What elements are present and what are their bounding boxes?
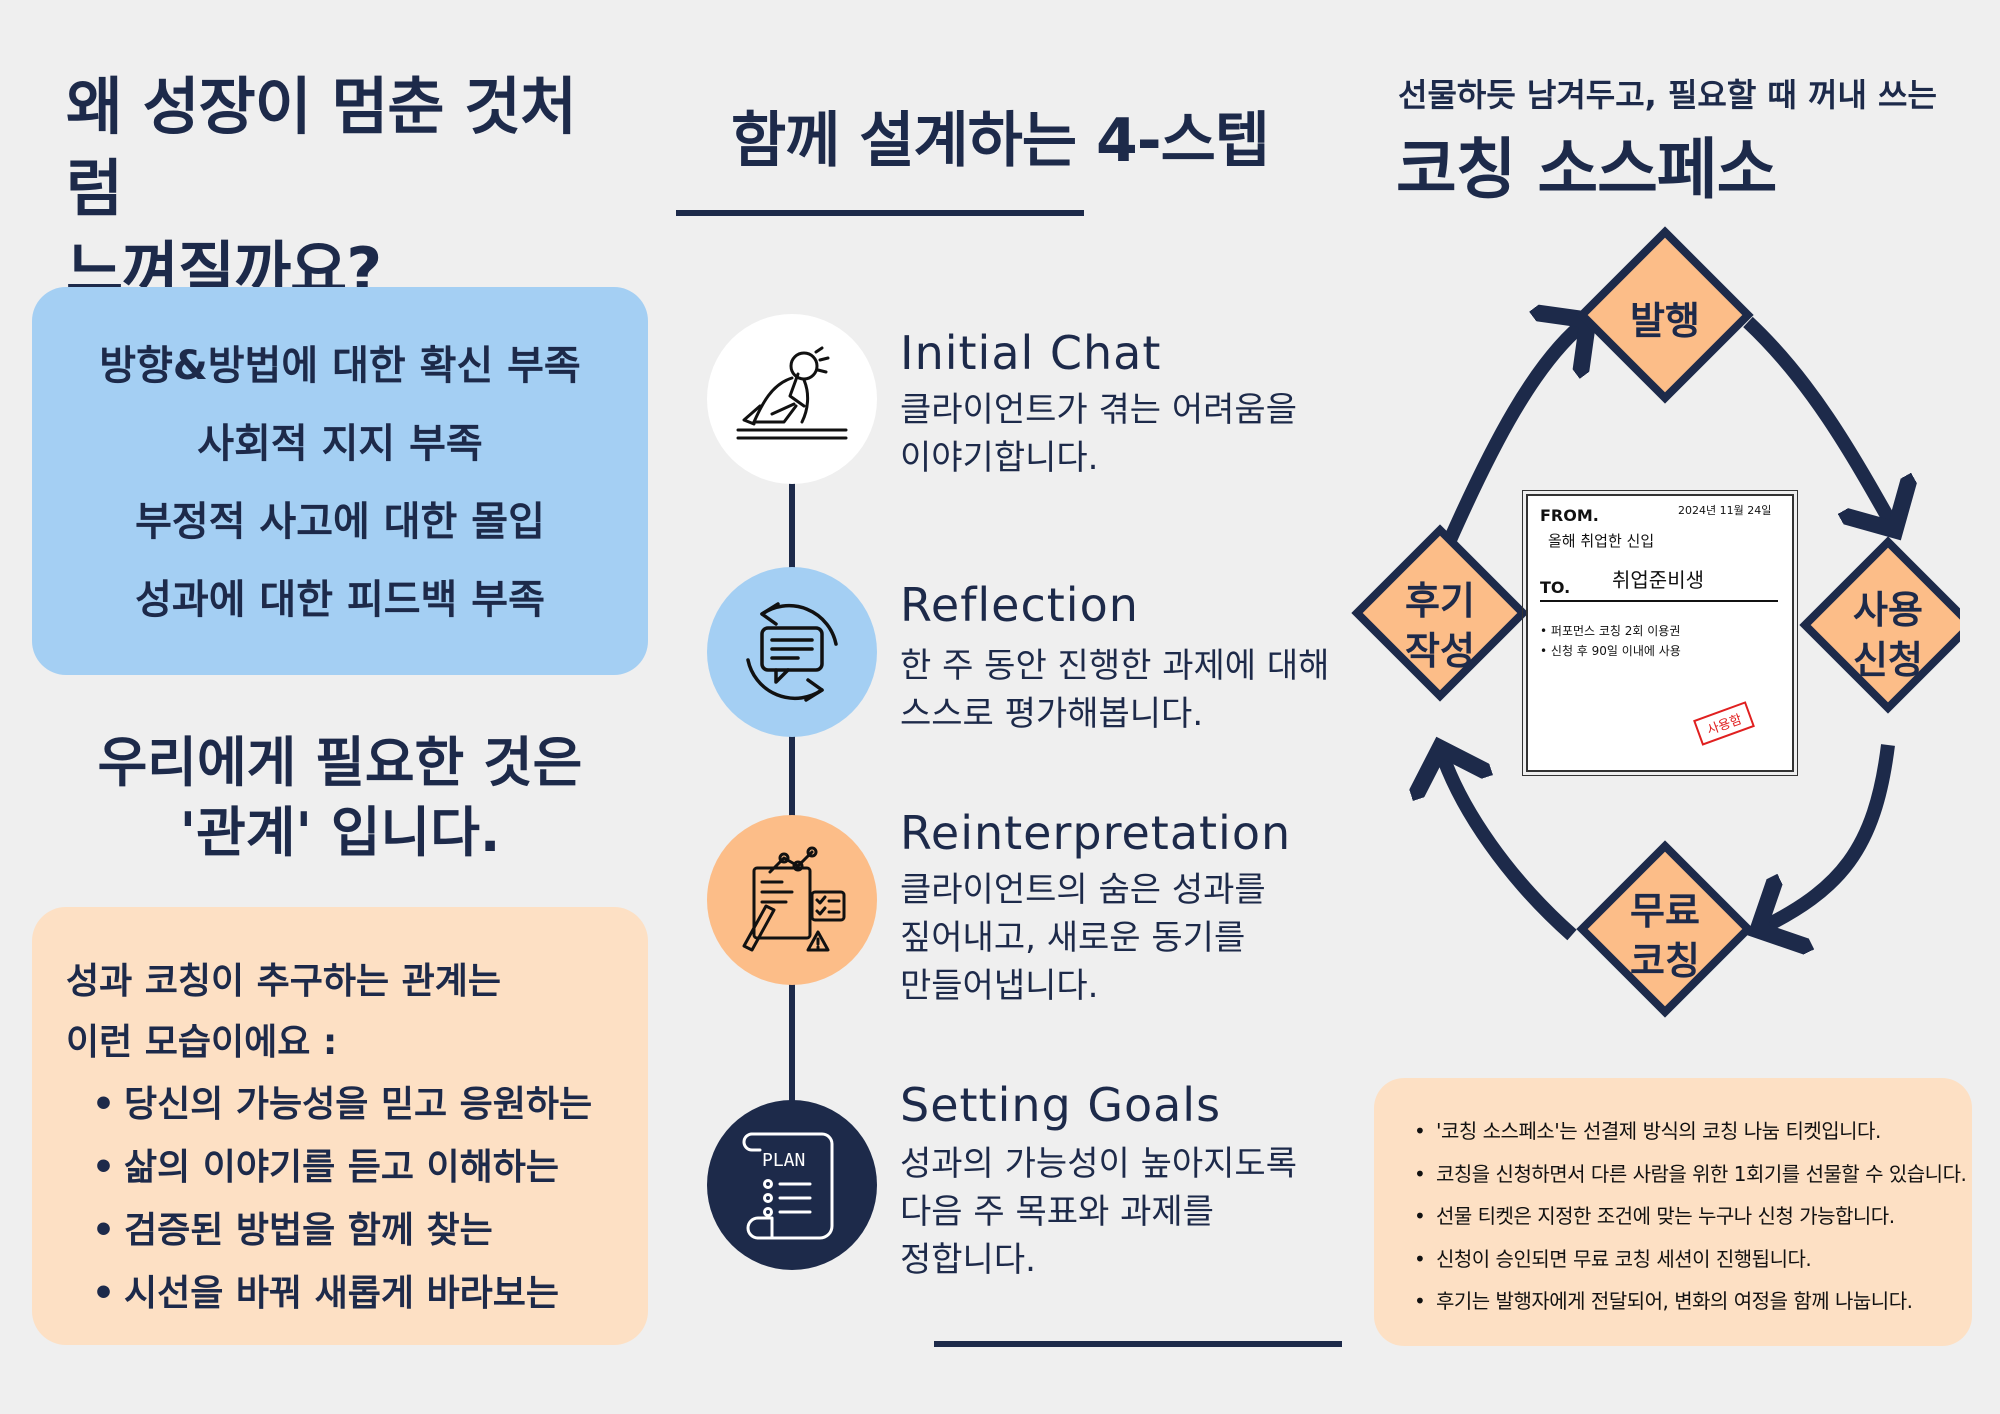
problem-item: 부정적 사고에 대한 몰입 (135, 499, 545, 545)
cycle-diagram (1351, 226, 1960, 1018)
cycle-use-line1: 사용 (1853, 588, 1923, 632)
plan-scroll-icon: PLAN (742, 1132, 834, 1240)
info-list: '코칭 소스페소'는 선결제 방식의 코칭 나눔 티켓입니다. 코칭을 신청하면… (1414, 1110, 1967, 1323)
cycle-free-line1: 무료 (1630, 889, 1700, 933)
cycle-arrow (1758, 744, 1895, 930)
step-1-desc: 클라이언트가 겪는 어려움을 이야기합니다. (900, 386, 1297, 482)
info-item: 코칭을 신청하면서 다른 사람을 위한 1회기를 선물할 수 있습니다. (1414, 1153, 1967, 1196)
relation-intro-line1: 성과 코칭이 추구하는 관계는 (66, 961, 502, 1002)
step-1-circle (707, 314, 877, 484)
cycle-free-line2: 코칭 (1630, 939, 1700, 983)
step-3-desc: 클라이언트의 숨은 성과를 짚어내고, 새로운 동기를 만들어냅니다. (900, 866, 1266, 1010)
ticket-divider (1540, 600, 1778, 602)
ticket-to-value: 취업준비생 (1612, 568, 1704, 592)
cycle-free-label: 무료 코칭 (1605, 886, 1725, 986)
diamond-free (1576, 840, 1754, 1018)
cycle-review-line1: 후기 (1405, 579, 1475, 623)
gift-ticket: FROM. 2024년 11월 24일 올해 취업한 신입 TO. 취업준비생 … (1522, 490, 1798, 776)
cycle-arrow (1743, 316, 1895, 530)
relation-box: 성과 코칭이 추구하는 관계는 이런 모습이에요 : 당신의 가능성을 믿고 응… (32, 907, 648, 1345)
step-4-title: Setting Goals (900, 1078, 1222, 1132)
step-2-circle (707, 567, 877, 737)
bottom-divider (934, 1341, 1342, 1347)
ticket-item-2-text: 신청 후 90일 이내에 사용 (1550, 644, 1681, 658)
step-4-desc-line1: 성과의 가능성이 높아지도록 (900, 1144, 1297, 1184)
diamond-review (1351, 524, 1529, 702)
diamond-issue (1576, 226, 1754, 404)
step-4-desc-line3: 정합니다. (900, 1240, 1036, 1280)
ticket-to-label: TO. (1540, 578, 1571, 597)
problem-item: 방향&방법에 대한 확신 부족 (99, 343, 581, 389)
info-item: 선물 티켓은 지정한 조건에 맞는 누구나 신청 가능합니다. (1414, 1195, 1966, 1238)
cycle-arrow (1440, 748, 1577, 941)
cycle-review-line2: 작성 (1405, 629, 1475, 673)
info-item: '코칭 소스페소'는 선결제 방식의 코칭 나눔 티켓입니다. (1414, 1110, 1966, 1153)
steps-title: 함께 설계하는 4-스텝 (730, 106, 1270, 176)
analysis-icon (742, 846, 846, 952)
step-1-title: Initial Chat (900, 326, 1162, 380)
step-2-desc-line2: 스스로 평가해봅니다. (900, 694, 1204, 734)
step-4-circle: PLAN (707, 1100, 877, 1270)
ticket-item-1-text: 퍼포먼스 코칭 2회 이용권 (1550, 624, 1681, 638)
relation-list: 당신의 가능성을 믿고 응원하는 삶의 이야기를 듣고 이해하는 검증된 방법을… (92, 1073, 592, 1325)
ticket-date: 2024년 11월 24일 (1678, 504, 1772, 517)
ticket-item-1: • 퍼포먼스 코칭 2회 이용권 (1540, 624, 1681, 638)
info-box: '코칭 소스페소'는 선결제 방식의 코칭 나눔 티켓입니다. 코칭을 신청하면… (1374, 1078, 1972, 1346)
step-connector-line (789, 470, 795, 1120)
cycle-use-label: 사용 신청 (1828, 585, 1948, 685)
ticket-from-value: 올해 취업한 신입 (1548, 532, 1655, 550)
step-2-title: Reflection (900, 578, 1139, 632)
ticket-item-2: • 신청 후 90일 이내에 사용 (1540, 644, 1681, 658)
cycle-arrow (1443, 320, 1588, 543)
need-heading: 우리에게 필요한 것은 '관계' 입니다. (32, 728, 648, 868)
chat-cycle-icon (746, 602, 838, 702)
relation-intro-line2: 이런 모습이에요 : (66, 1022, 338, 1063)
stressed-person-icon (736, 346, 848, 440)
step-3-desc-line1: 클라이언트의 숨은 성과를 (900, 870, 1266, 910)
step-2-desc: 한 주 동안 진행한 과제에 대해 스스로 평가해봅니다. (900, 642, 1329, 738)
step-3-desc-line3: 만들어냅니다. (900, 966, 1099, 1006)
step-3-circle (707, 815, 877, 985)
left-title-line1: 왜 성장이 멈춘 것처럼 (66, 70, 577, 225)
need-heading-line2: '관계' 입니다. (179, 801, 501, 864)
plan-label: PLAN (762, 1150, 805, 1171)
step-1-desc-line2: 이야기합니다. (900, 438, 1099, 478)
ticket-used-stamp: 사용함 (1693, 701, 1755, 746)
info-item: 후기는 발행자에게 전달되어, 변화의 여정을 함께 나눕니다. (1414, 1280, 1966, 1323)
relation-item: 검증된 방법을 함께 찾는 (92, 1199, 592, 1262)
cycle-review-label: 후기 작성 (1380, 576, 1500, 676)
relation-item: 시선을 바꿔 새롭게 바라보는 (92, 1262, 592, 1325)
step-1-desc-line1: 클라이언트가 겪는 어려움을 (900, 390, 1297, 430)
step-2-desc-line1: 한 주 동안 진행한 과제에 대해 (900, 646, 1330, 686)
cycle-issue-label: 발행 (1630, 299, 1700, 343)
problem-item: 성과에 대한 피드백 부족 (135, 577, 545, 623)
diamond-use (1799, 536, 1960, 714)
relation-intro: 성과 코칭이 추구하는 관계는 이런 모습이에요 : (66, 951, 626, 1073)
right-subtitle: 선물하듯 남겨두고, 필요할 때 꺼내 쓰는 (1398, 76, 1937, 114)
title-underline (676, 210, 1084, 216)
cycle-use-line2: 신청 (1853, 638, 1923, 682)
problems-box: 방향&방법에 대한 확신 부족 사회적 지지 부족 부정적 사고에 대한 몰입 … (32, 287, 648, 675)
problem-item: 사회적 지지 부족 (197, 421, 483, 467)
right-title: 코칭 소스페소 (1396, 131, 1777, 208)
step-3-title: Reinterpretation (900, 806, 1292, 860)
need-heading-line1: 우리에게 필요한 것은 (97, 731, 583, 794)
left-title: 왜 성장이 멈춘 것처럼 느껴질까요? (66, 66, 626, 312)
problems-list: 방향&방법에 대한 확신 부족 사회적 지지 부족 부정적 사고에 대한 몰입 … (32, 287, 648, 639)
relation-item: 삶의 이야기를 듣고 이해하는 (92, 1136, 592, 1199)
ticket-from-label: FROM. (1540, 506, 1599, 525)
step-4-desc-line2: 다음 주 목표와 과제를 (900, 1192, 1214, 1232)
info-item: 신청이 승인되면 무료 코칭 세션이 진행됩니다. (1414, 1238, 1966, 1281)
relation-item: 당신의 가능성을 믿고 응원하는 (92, 1073, 592, 1136)
step-3-desc-line2: 짚어내고, 새로운 동기를 (900, 918, 1246, 958)
step-4-desc: 성과의 가능성이 높아지도록 다음 주 목표와 과제를 정합니다. (900, 1140, 1297, 1284)
